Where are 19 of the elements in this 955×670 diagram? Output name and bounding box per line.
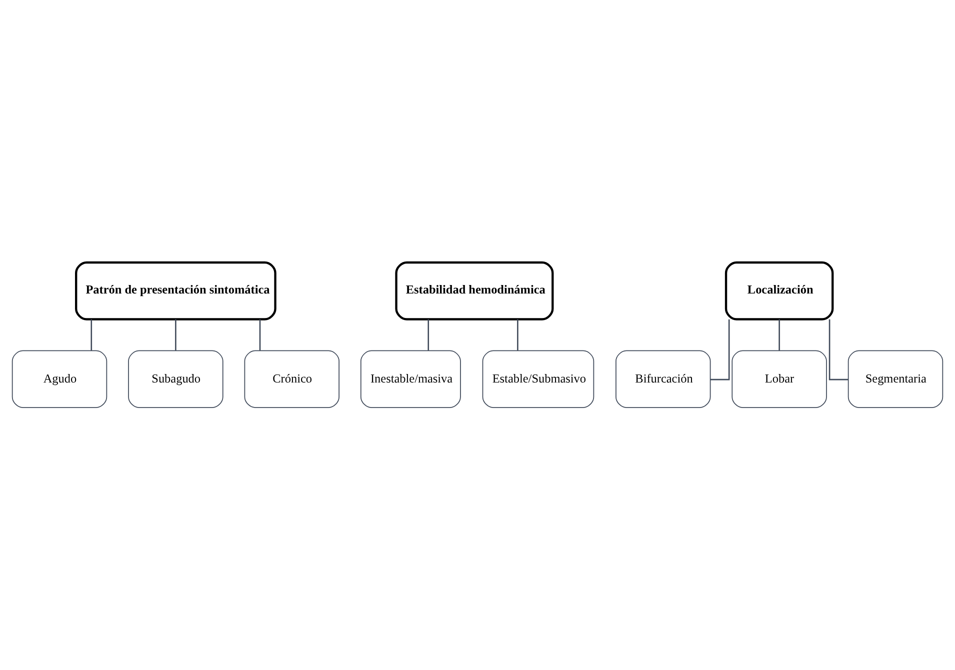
node-box: Bifurcación [616, 350, 711, 408]
connector [259, 319, 261, 350]
node-box: Agudo [12, 350, 108, 408]
connector [778, 319, 780, 350]
connector [710, 319, 730, 380]
node-box: Lobar [732, 350, 827, 408]
node-box: Localización [724, 261, 834, 320]
node-box: Estabilidad hemodinámica [395, 261, 554, 320]
node-box: Subagudo [128, 350, 224, 408]
connector [90, 319, 92, 350]
node-box: Segmentaria [848, 350, 944, 408]
connector [428, 319, 430, 350]
connector [517, 319, 518, 350]
connector [175, 319, 176, 350]
node-box: Crónico [244, 350, 340, 408]
connector [828, 319, 848, 380]
node-box: Patrón de presentación sintomática [75, 261, 276, 320]
node-box: Estable/Submasivo [482, 350, 594, 408]
node-box: Inestable/masiva [360, 350, 461, 408]
